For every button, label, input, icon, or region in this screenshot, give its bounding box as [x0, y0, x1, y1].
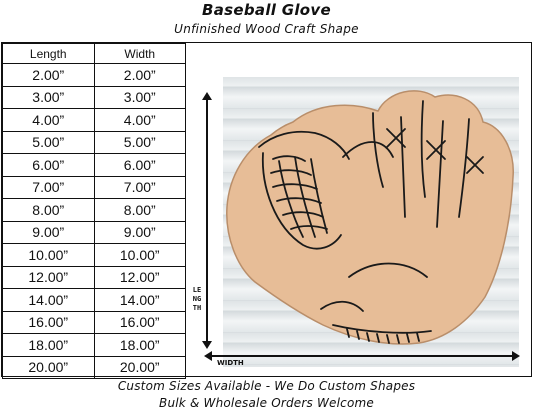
width-cell: 12.00” [93, 265, 186, 289]
width-cell: 6.00” [93, 153, 186, 177]
size-table-row: 12.00”12.00” [2, 265, 186, 289]
wholesale-note: Bulk & Wholesale Orders Welcome [159, 396, 374, 410]
size-table-row: 10.00”10.00” [2, 243, 186, 267]
width-cell: 8.00” [93, 198, 186, 222]
length-arrow [202, 92, 212, 349]
product-subtitle: Unfinished Wood Craft Shape [174, 22, 359, 36]
size-table-row: 2.00”2.00” [2, 63, 186, 87]
product-photo [223, 77, 519, 367]
width-cell: 10.00” [93, 243, 186, 267]
length-cell: 18.00” [2, 333, 95, 357]
width-cell: 16.00” [93, 310, 186, 334]
length-cell: 10.00” [2, 243, 95, 267]
width-cell: 20.00” [93, 355, 186, 379]
size-table-header: Length Width [2, 43, 186, 64]
content-frame: Length Width 2.00”2.00”3.00”3.00”4.00”4.… [1, 42, 532, 379]
length-cell: 16.00” [2, 310, 95, 334]
width-cell: 18.00” [93, 333, 186, 357]
size-table-row: 5.00”5.00” [2, 130, 186, 154]
custom-sizes-note: Custom Sizes Available - We Do Custom Sh… [117, 379, 416, 393]
width-label: WIDTH [217, 359, 244, 367]
size-table: Length Width 2.00”2.00”3.00”3.00”4.00”4.… [2, 43, 186, 379]
size-table-row: 18.00”18.00” [2, 333, 186, 357]
length-cell: 12.00” [2, 265, 95, 289]
size-table-row: 4.00”4.00” [2, 108, 186, 132]
footer: Custom Sizes Available - We Do Custom Sh… [0, 378, 533, 412]
length-cell: 7.00” [2, 175, 95, 199]
length-cell: 14.00” [2, 288, 95, 312]
header: Baseball Glove Unfinished Wood Craft Sha… [0, 0, 533, 42]
width-cell: 9.00” [93, 220, 186, 244]
width-arrow [204, 351, 520, 361]
size-table-row: 9.00”9.00” [2, 220, 186, 244]
width-cell: 2.00” [93, 63, 186, 87]
column-header-width: Width [93, 43, 186, 64]
column-header-length: Length [2, 43, 95, 64]
size-table-row: 6.00”6.00” [2, 153, 186, 177]
length-cell: 8.00” [2, 198, 95, 222]
width-cell: 14.00” [93, 288, 186, 312]
size-table-row: 3.00”3.00” [2, 85, 186, 109]
size-table-row: 8.00”8.00” [2, 198, 186, 222]
size-table-row: 7.00”7.00” [2, 175, 186, 199]
size-table-row: 20.00”20.00” [2, 355, 186, 379]
size-table-body: 2.00”2.00”3.00”3.00”4.00”4.00”5.00”5.00”… [2, 63, 186, 379]
product-title: Baseball Glove [202, 1, 331, 19]
length-cell: 6.00” [2, 153, 95, 177]
shape-preview: LENGTH [187, 43, 531, 375]
length-cell: 5.00” [2, 130, 95, 154]
length-label: LENGTH [192, 286, 202, 312]
length-cell: 2.00” [2, 63, 95, 87]
size-table-row: 16.00”16.00” [2, 310, 186, 334]
length-cell: 20.00” [2, 355, 95, 379]
length-cell: 4.00” [2, 108, 95, 132]
width-cell: 7.00” [93, 175, 186, 199]
length-cell: 3.00” [2, 85, 95, 109]
baseball-glove-icon [226, 90, 514, 345]
size-table-row: 14.00”14.00” [2, 288, 186, 312]
width-cell: 5.00” [93, 130, 186, 154]
width-cell: 4.00” [93, 108, 186, 132]
width-cell: 3.00” [93, 85, 186, 109]
length-cell: 9.00” [2, 220, 95, 244]
